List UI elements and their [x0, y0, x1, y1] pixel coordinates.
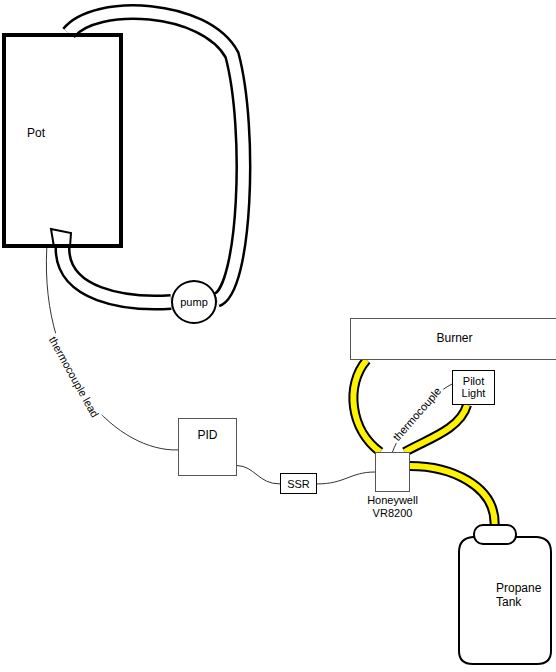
connector-stroke [410, 466, 495, 524]
node-label: pump [173, 296, 215, 309]
connector-stroke [353, 360, 380, 452]
connector-stroke [62, 248, 171, 302]
node-label: Honeywell VR8200 [358, 494, 428, 519]
node-label: PID [179, 429, 236, 443]
node-label: Burner [351, 332, 556, 346]
connector-stroke [62, 248, 171, 302]
connector-stroke [393, 384, 453, 452]
node-label: Pilot Light [453, 375, 494, 400]
gas-valve-box: Honeywell VR8200 [375, 452, 410, 492]
hose-tube [62, 248, 171, 302]
signal-wire [317, 472, 375, 484]
propane-tank: Propane Tank [458, 524, 552, 666]
connector-stroke [410, 466, 495, 524]
signal-wire [237, 466, 280, 484]
gas-hose [353, 360, 380, 452]
signal-wire [393, 384, 453, 452]
connector-stroke [69, 12, 244, 300]
connector-stroke [353, 360, 380, 452]
pilot-light-box: Pilot Light [452, 370, 495, 405]
gas-hose [410, 466, 495, 524]
pump-circle: pump [171, 280, 217, 324]
connector-stroke [317, 472, 375, 484]
connector-stroke [69, 12, 244, 300]
ssr-box: SSR [280, 473, 317, 494]
pid-box: PID [178, 418, 237, 476]
node-label: Propane Tank [496, 582, 548, 610]
hose-tube [69, 12, 244, 300]
node-label: Pot [27, 127, 45, 141]
signal-wire [46, 248, 178, 450]
connector-stroke [46, 248, 178, 450]
pot-box: Pot [2, 33, 123, 248]
node-label: SSR [281, 477, 316, 490]
burner-box: Burner [350, 318, 556, 360]
connector-stroke [237, 466, 280, 484]
wire-label: thermocouple lead [45, 333, 102, 421]
